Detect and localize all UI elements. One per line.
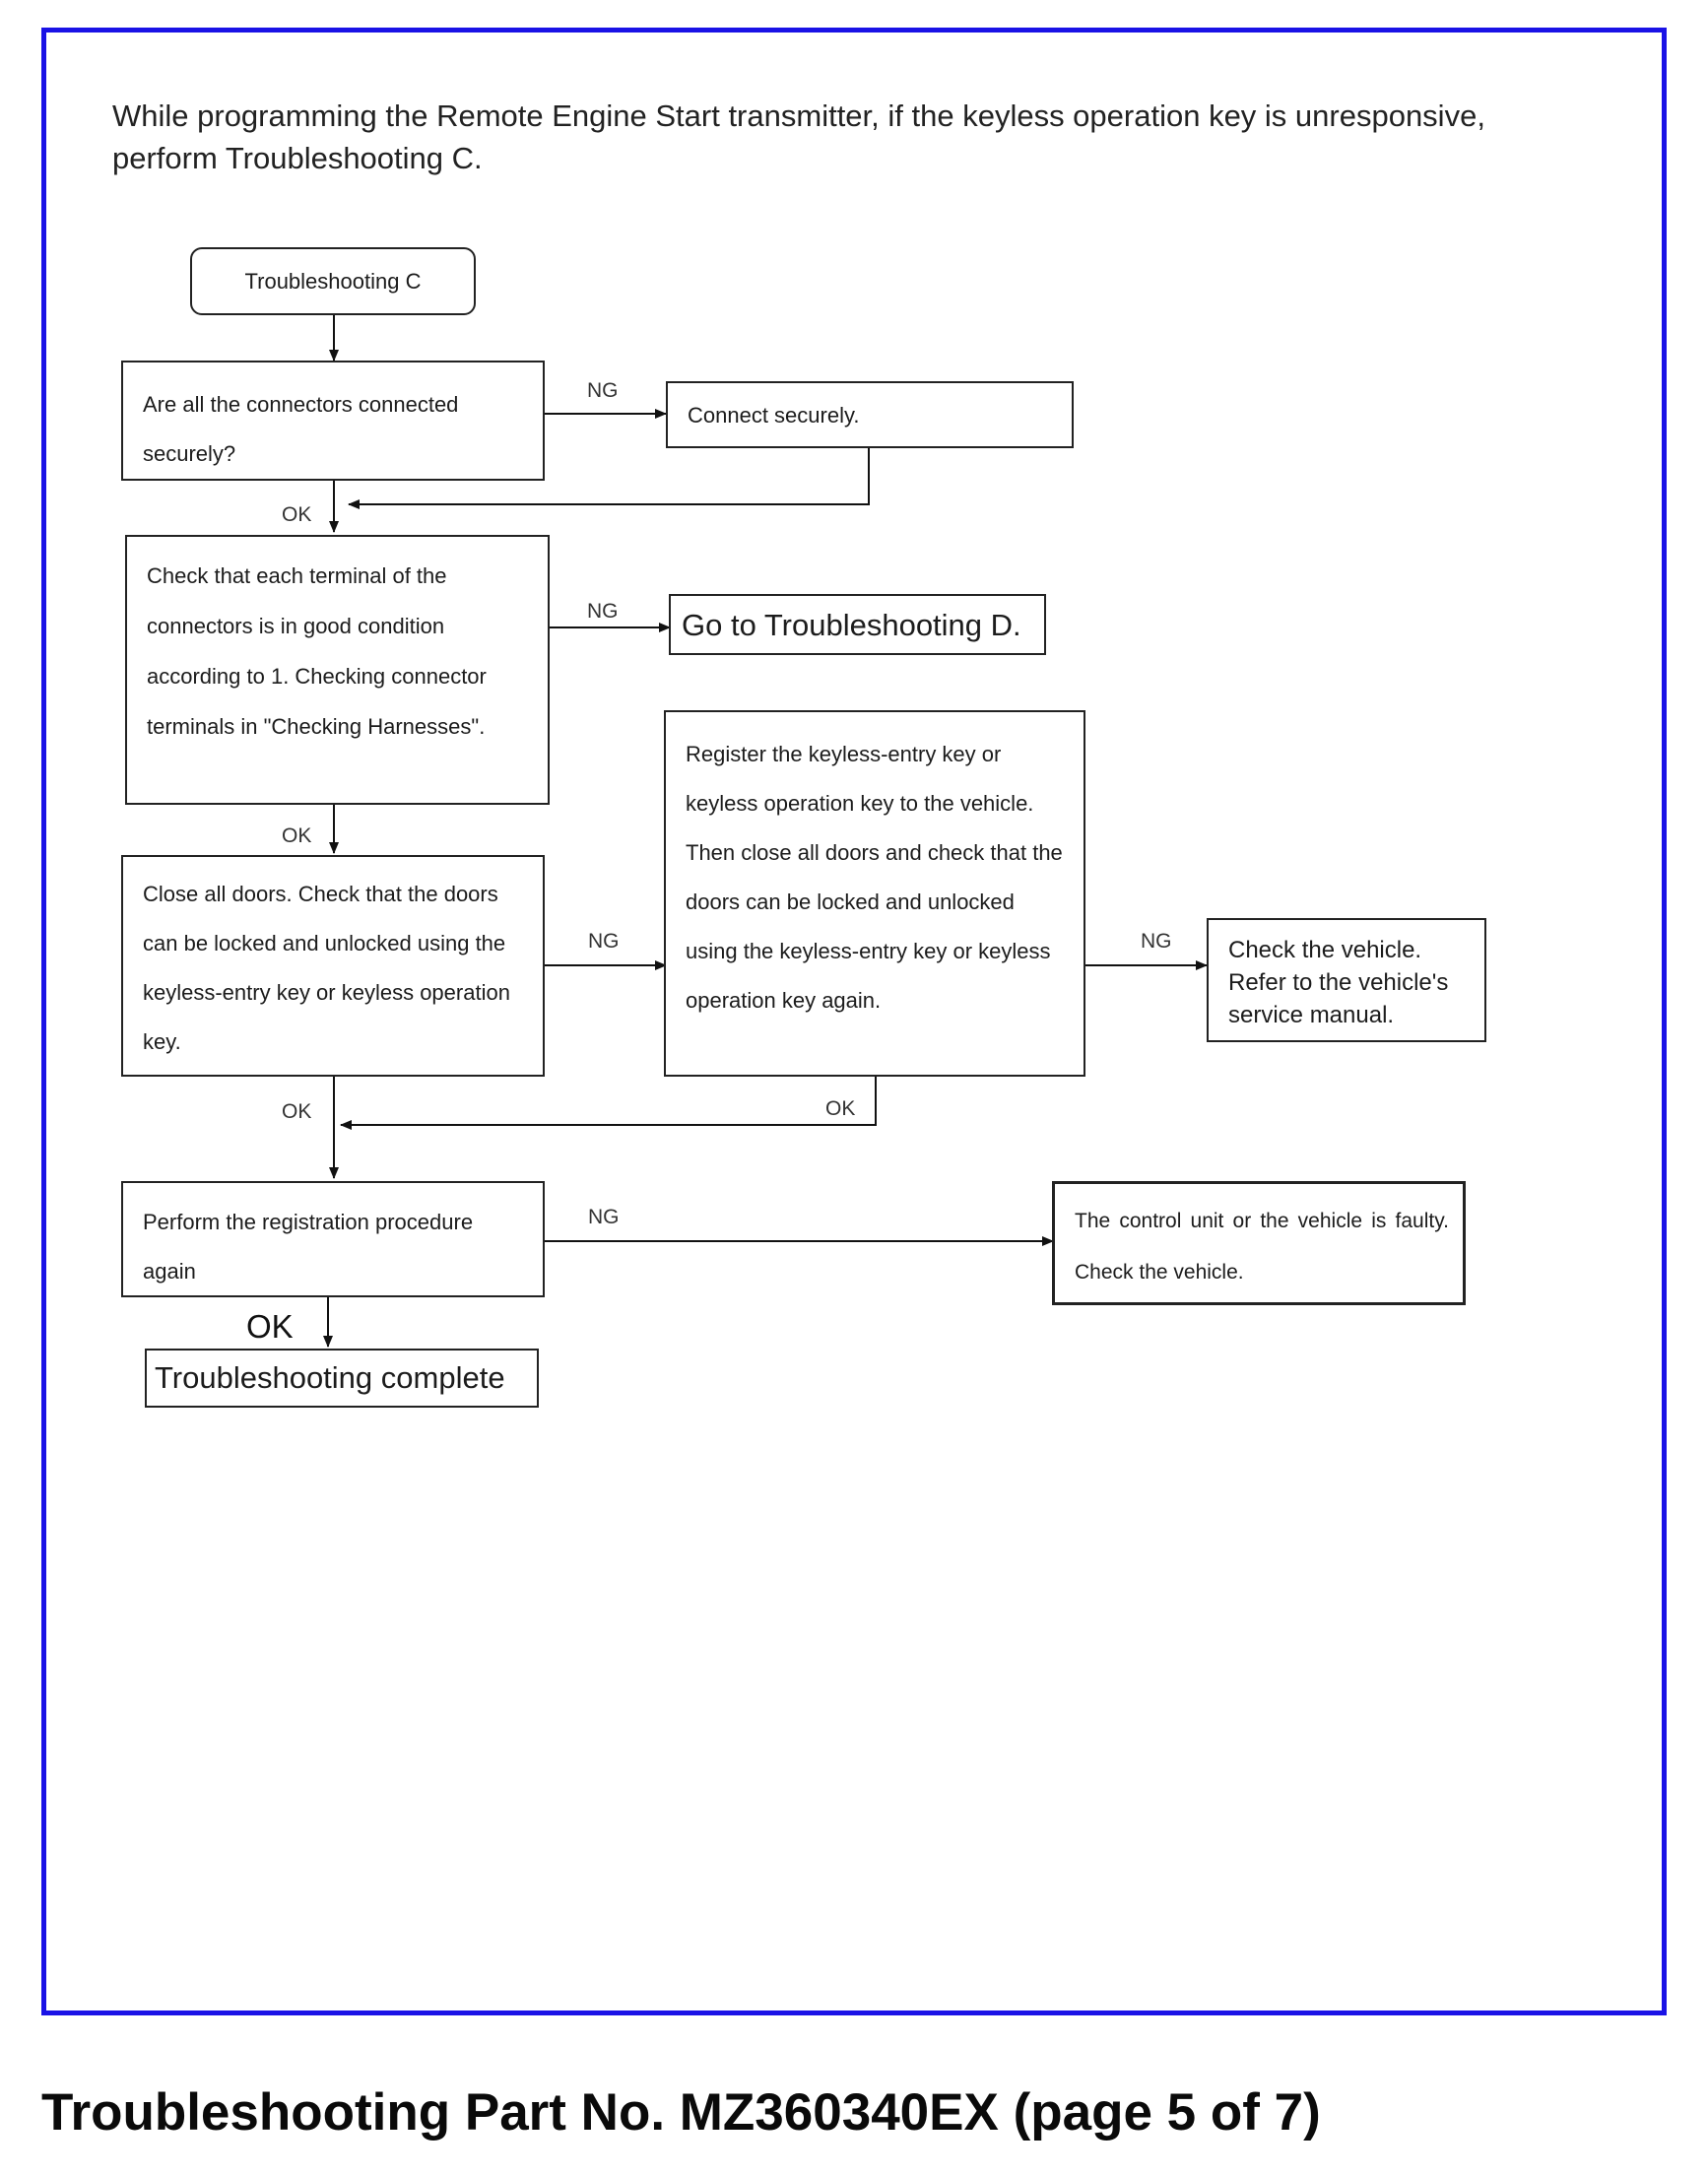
label-ng-q2: NG xyxy=(587,600,619,623)
end-node: Troubleshooting complete xyxy=(145,1349,539,1408)
decision-connectors-connected-text: Are all the connectors connected securel… xyxy=(143,392,459,466)
decision-register-key-text: Register the keyless-entry key or keyles… xyxy=(686,742,1063,1013)
page-frame xyxy=(41,28,1667,2015)
start-label: Troubleshooting C xyxy=(244,268,422,294)
label-ok-q2: OK xyxy=(282,824,312,847)
start-node: Troubleshooting C xyxy=(190,247,476,315)
label-ok-q1: OK xyxy=(282,503,312,526)
line-q3b-ok-return xyxy=(340,1077,877,1130)
action-check-vehicle-manual: Check the vehicle. Refer to the vehicle'… xyxy=(1207,918,1486,1042)
label-ng-q1: NG xyxy=(587,379,619,402)
label-ok-q3b: OK xyxy=(825,1097,856,1120)
action-control-unit-faulty: The control unit or the vehicle is fault… xyxy=(1052,1181,1466,1305)
label-ng-q3b: NG xyxy=(1141,930,1172,953)
label-ng-q3: NG xyxy=(588,930,620,953)
label-ng-q4: NG xyxy=(588,1206,620,1228)
action-connect-securely: Connect securely. xyxy=(666,381,1074,448)
action-check-vehicle-manual-text: Check the vehicle. Refer to the vehicle'… xyxy=(1228,937,1449,1028)
action-go-to-troubleshooting-d-text: Go to Troubleshooting D. xyxy=(682,608,1021,642)
action-connect-securely-text: Connect securely. xyxy=(688,403,860,428)
label-ok-q3: OK xyxy=(282,1100,312,1123)
decision-perform-registration-text: Perform the registration procedure again xyxy=(143,1210,474,1284)
end-node-text: Troubleshooting complete xyxy=(155,1360,505,1395)
decision-connectors-connected: Are all the connectors connected securel… xyxy=(121,361,545,481)
label-ok-q4: OK xyxy=(246,1308,294,1345)
decision-terminals-condition: Check that each terminal of the connecto… xyxy=(125,535,550,805)
decision-register-key: Register the keyless-entry key or keyles… xyxy=(664,710,1085,1077)
action-control-unit-faulty-text: The control unit or the vehicle is fault… xyxy=(1075,1210,1449,1284)
decision-doors-lock-unlock-text: Close all doors. Check that the doors ca… xyxy=(143,882,510,1054)
decision-terminals-condition-text: Check that each terminal of the connecto… xyxy=(147,563,487,739)
decision-doors-lock-unlock: Close all doors. Check that the doors ca… xyxy=(121,855,545,1077)
decision-perform-registration: Perform the registration procedure again xyxy=(121,1181,545,1297)
line-a1-return xyxy=(348,446,870,509)
intro-text: While programming the Remote Engine Star… xyxy=(112,99,1485,175)
action-go-to-troubleshooting-d: Go to Troubleshooting D. xyxy=(669,594,1046,655)
page-footer: Troubleshooting Part No. MZ360340EX (pag… xyxy=(41,2083,1321,2142)
